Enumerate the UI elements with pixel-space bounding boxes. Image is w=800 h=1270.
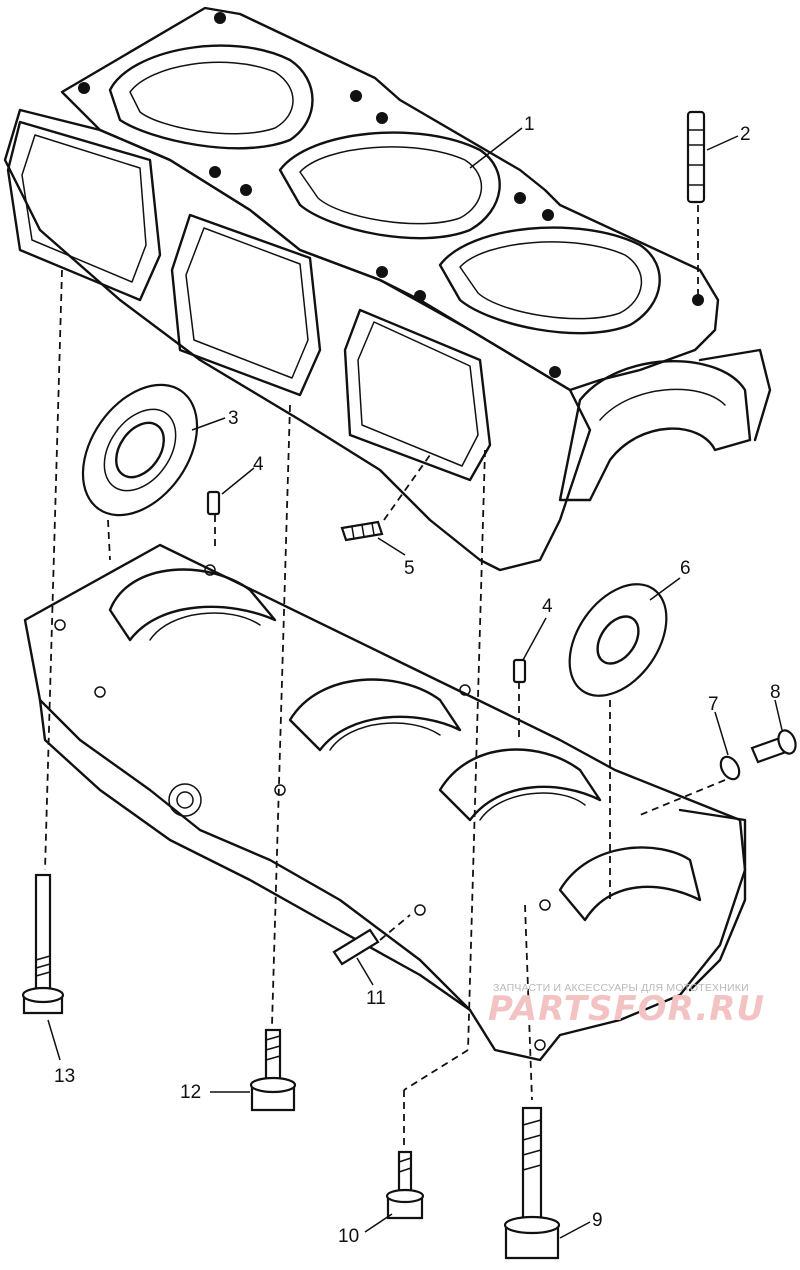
- callout-9: 9: [592, 1210, 603, 1231]
- watermark: ЗАПЧАСТИ И АКСЕССУАРЫ ДЛЯ МОТОТЕХНИКИ PA…: [488, 982, 765, 1029]
- callout-10: 10: [338, 1226, 359, 1247]
- callout-13: 13: [54, 1066, 75, 1087]
- bolt-12: [249, 1028, 297, 1112]
- callout-labels: 1 2 3 4 5 6 4 7 8 13 12 11 10 9: [54, 114, 781, 1247]
- bolt-8: [750, 729, 797, 764]
- callout-6: 6: [680, 558, 691, 579]
- pin-5: [340, 520, 384, 542]
- assembly-lines: [44, 205, 726, 1145]
- bolt-13: [21, 873, 65, 1015]
- dowel-pin-4-lower: [512, 658, 527, 684]
- lower-crankcase: [23, 543, 747, 1062]
- callout-4-upper: 4: [253, 454, 264, 475]
- bolt-10: [385, 1150, 425, 1220]
- washer-7: [719, 755, 741, 781]
- stud-2: [686, 110, 706, 204]
- callout-8: 8: [770, 682, 781, 703]
- callout-1: 1: [524, 114, 535, 135]
- callout-7: 7: [708, 694, 719, 715]
- dowel-pin-4-upper: [206, 490, 221, 516]
- callout-3: 3: [228, 408, 239, 429]
- callout-4-lower: 4: [542, 596, 553, 617]
- callout-leaders: [47, 127, 783, 1239]
- bolt-9: [503, 1106, 561, 1260]
- pin-11: [332, 928, 380, 966]
- oil-seal-3: [81, 383, 199, 517]
- callout-12: 12: [180, 1082, 201, 1103]
- watermark-logo: PARTSFOR.RU: [488, 989, 765, 1029]
- watermark-caption: ЗАПЧАСТИ И АКСЕССУАРЫ ДЛЯ МОТОТЕХНИКИ: [493, 982, 749, 994]
- upper-crankcase: [3, 6, 772, 572]
- oil-seal-6: [568, 583, 668, 697]
- callout-5: 5: [404, 558, 415, 579]
- callout-2: 2: [740, 124, 751, 145]
- callout-11: 11: [366, 988, 386, 1009]
